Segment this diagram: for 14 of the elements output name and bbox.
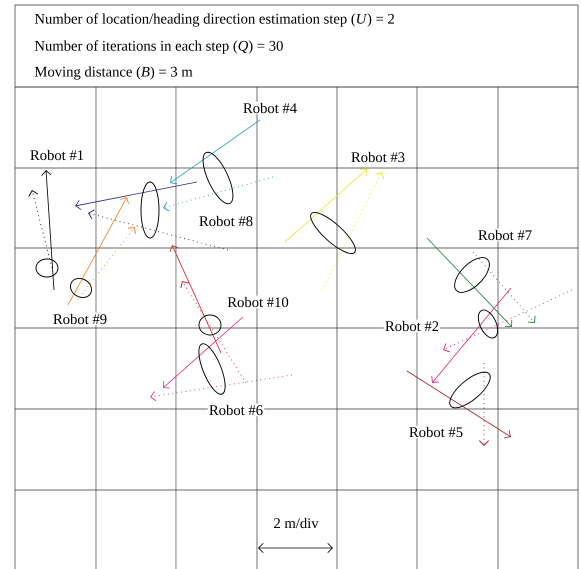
header-text: Number of location/heading direction estimation step (U) = 2 <box>34 13 394 27</box>
robot-label: Robot #10 <box>226 296 290 308</box>
robot-label: Robot #1 <box>28 148 86 162</box>
robot-label: Robot #6 <box>208 404 264 416</box>
robot-label: Robot #4 <box>242 102 298 114</box>
robot-label: Robot #3 <box>350 150 406 164</box>
robot-label: Robot #5 <box>408 426 464 438</box>
header-text: Number of iterations in each step (Q) = 30 <box>34 40 283 54</box>
robot-label: Robot #9 <box>52 312 108 326</box>
scale-label: 2 m/div <box>272 516 320 530</box>
header-text: Moving distance (B) = 3 m <box>34 66 192 80</box>
robot-label: Robot #7 <box>476 228 534 242</box>
robot-label: Robot #2 <box>384 320 440 332</box>
robot-label: Robot #8 <box>198 214 254 228</box>
